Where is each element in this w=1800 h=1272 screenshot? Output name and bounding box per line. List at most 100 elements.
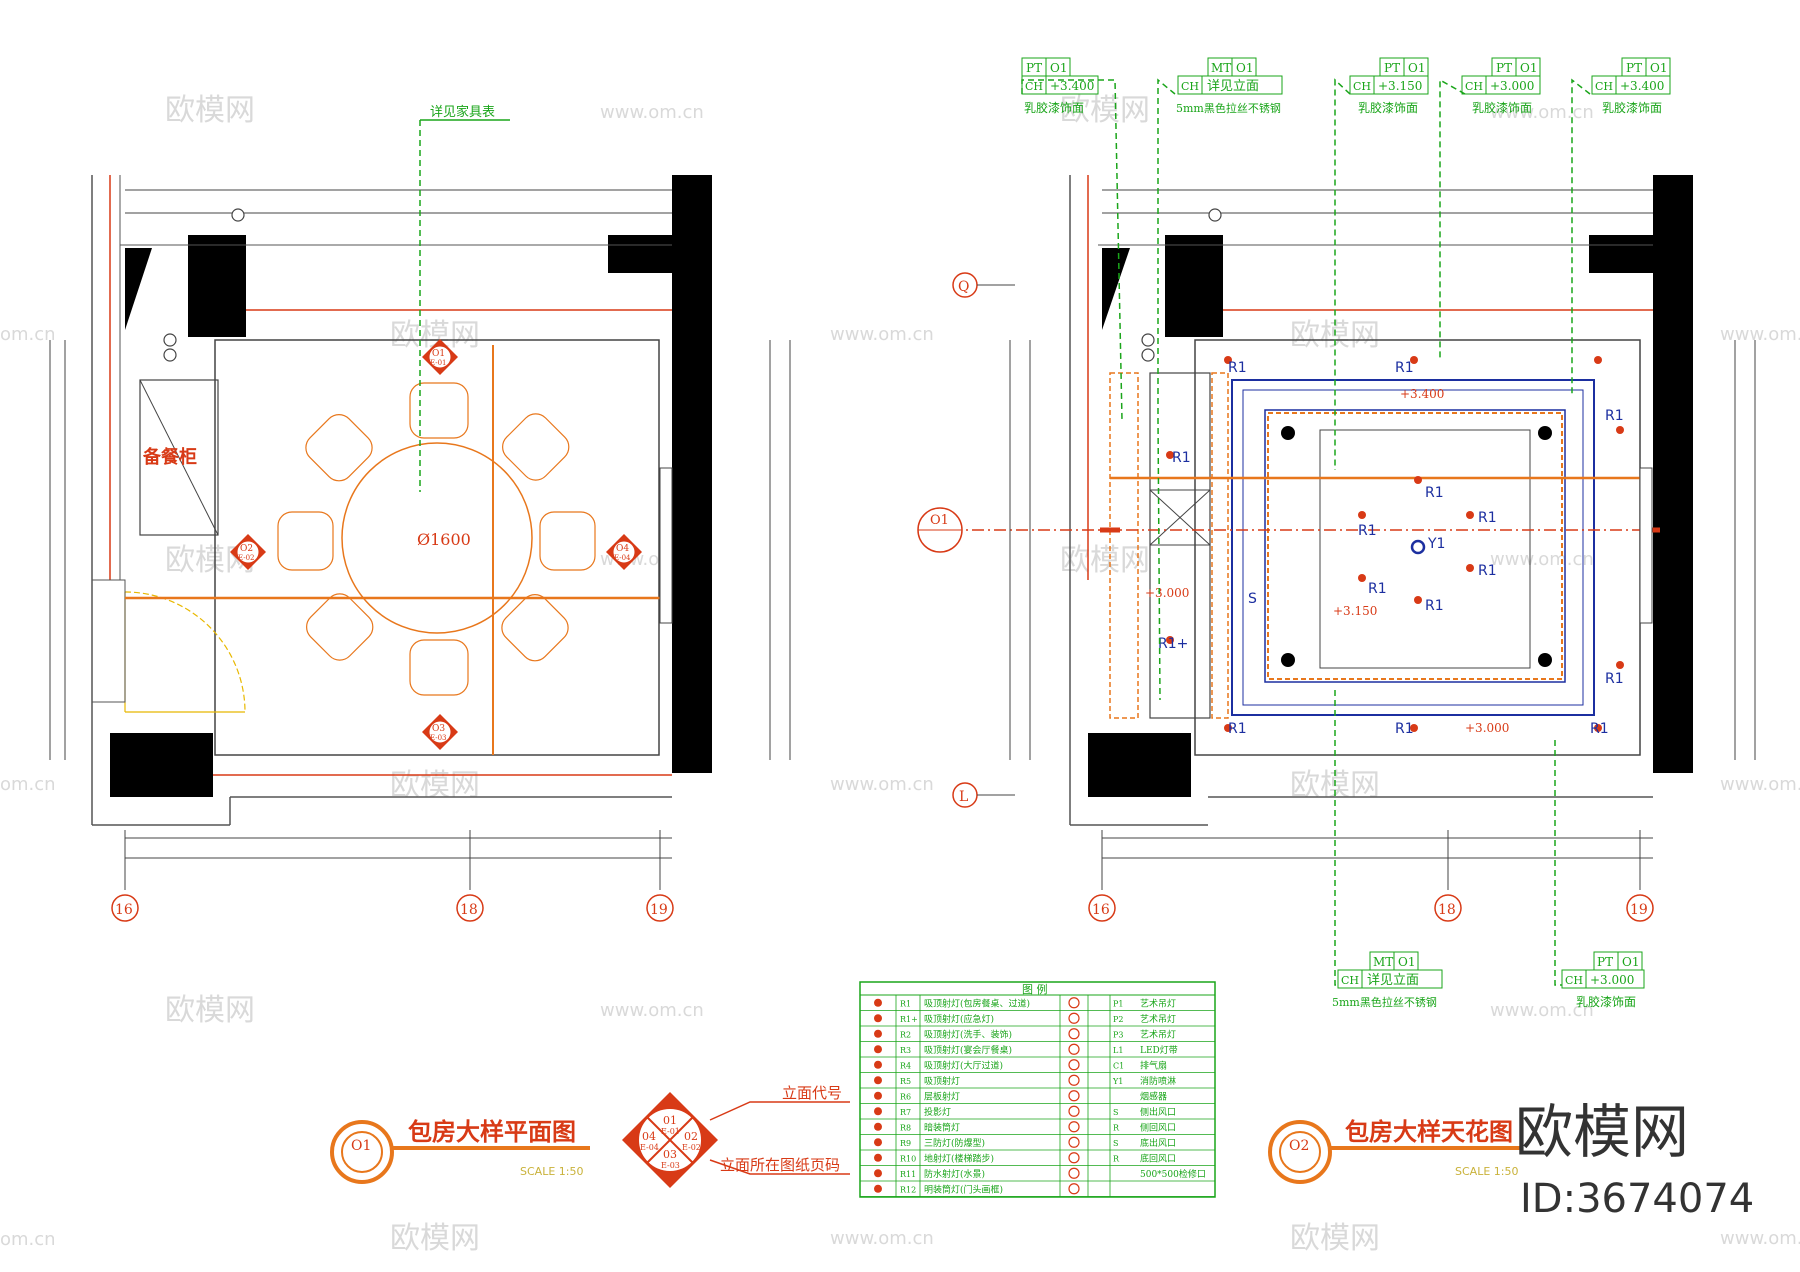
grid-label: 18 [460,902,478,918]
legend-cell-c1: R8 [900,1124,911,1133]
index-code: 03 [663,1148,677,1161]
legend-cell-d2: 烟感器 [1140,1091,1167,1103]
tag-value: +3.400 [1620,79,1664,93]
elevation-tag-2: O2 E-02 [230,534,266,570]
index-label-page: 立面所在图纸页码 [720,1156,840,1174]
chair [501,594,569,662]
ceiling-tag-1: PT O1 CH +3.400 乳胶漆饰面 [1021,57,1099,115]
index-ref: E-04 [640,1143,659,1152]
tag-ch: CH [1181,80,1199,93]
watermark-site: www.om.cn [600,1000,704,1021]
watermark-brand: 欧模网 [165,93,255,128]
downlight-icon [1166,451,1174,459]
legend-downlight-icon [874,1138,882,1147]
chair [277,511,334,571]
cabinet-cross [1149,489,1211,546]
legend-downlight-icon [874,1091,882,1100]
tag-ch: CH [1353,80,1371,93]
tag-ch: CH [1595,80,1613,93]
wall-right [1653,175,1693,773]
legend-downlight-icon [874,1076,882,1085]
grid-bubble-19: 19 [1626,894,1654,922]
grid-bubble-16: 16 [1088,894,1116,922]
tag-code: O1 [1050,61,1067,75]
legend-fixture-icon [1068,997,1080,1009]
sprinkler-icon [1410,539,1426,555]
ceiling-plan: R1 R1 R1 R1 R1 R1 R1 R1 R1 R1 R1 R1 R1 R… [917,57,1756,1009]
elevation-tag-1: O1 E-01 [422,339,458,375]
column-bottom-left [110,733,213,797]
sideboard [139,379,219,536]
legend-cell-c1: R1+ [900,1015,918,1024]
window [659,467,673,624]
legend-cell-c1: R12 [900,1186,916,1195]
plan-title-num: O1 [351,1138,371,1154]
legend-fixture-icon [1068,1090,1080,1102]
s-label: S [1248,591,1257,607]
elev-tag-ref: E-02 [238,554,255,562]
legend-downlight-icon [874,1169,882,1178]
watermark-site: www.om.cn [1720,1228,1800,1249]
downlight-icon [1410,724,1418,732]
legend-cell-c1: R4 [900,1062,911,1071]
index-code: 01 [663,1114,677,1127]
legend-downlight-icon [874,998,882,1007]
tag-code: O1 [1622,955,1639,969]
tag-code: O1 [1398,955,1415,969]
legend-downlight-icon [874,1014,882,1023]
y1-label: Y1 [1427,536,1445,552]
legend-cell-d2: 侧回风口 [1140,1122,1176,1134]
legend-fixture-icon [1068,1121,1080,1133]
ceiling-tag-4: PT O1 CH +3.000 乳胶漆饰面 [1461,57,1541,115]
floor-plan: 备餐柜 Ø1600 [49,104,791,922]
column-wedge [125,248,152,330]
watermark-brand: 欧模网 [390,1221,480,1256]
legend-fixture-icon [1068,1043,1080,1055]
axis-label: Q [958,279,969,295]
legend-cell-c2: R [1113,1155,1120,1164]
legend-fixture-icon [1068,1183,1080,1195]
legend-cell-c2: P2 [1113,1015,1123,1024]
legend-fixture-icon [1068,1028,1080,1040]
legend-fixture-icon [1068,1105,1080,1117]
ceiling-tag-6: MT O1 CH 详见立面 5mm黑色拉丝不锈钢 [1332,951,1443,1009]
legend-cell-c1: R11 [900,1170,916,1179]
column-top-right [608,235,674,273]
legend-cell-d1: 层板射灯 [924,1091,960,1103]
tag-code: PT [1384,61,1400,75]
legend-cell-c1: R6 [900,1093,911,1102]
tag-code: PT [1496,61,1512,75]
wall-right [672,175,712,773]
tag-code: PT [1026,61,1042,75]
index-code: 02 [684,1130,698,1143]
legend-cell-d1: 投影灯 [924,1106,951,1118]
legend-downlight-icon [874,1153,882,1162]
tag-value: +3.000 [1490,79,1534,93]
r1-label: R1 [1395,360,1414,376]
legend-cell-d2: 排气扇 [1140,1060,1167,1072]
elev-tag-num: O4 [616,544,629,554]
legend-cell-c2: P3 [1113,1031,1123,1040]
index-ref: E-03 [661,1161,680,1170]
legend-cell-d1: 吸顶射灯(大厅过道) [924,1060,1003,1072]
elevation-tag-4: O4 E-04 [606,534,642,570]
downlight-icon [1466,511,1474,519]
watermark-site: www.om.cn [600,102,704,123]
r1-label: R1 [1425,598,1444,614]
index-ref: E-02 [682,1143,701,1152]
chandelier-icon [1538,653,1552,667]
tag-code: O1 [1408,61,1425,75]
column-bottom-left [1088,733,1191,797]
legend-cell-d1: 吸顶射灯(包房餐桌、过道) [924,998,1030,1010]
legend-fixture-icon [1068,1136,1080,1148]
chair [305,414,373,482]
legend-cell-c1: R10 [900,1155,916,1164]
column-wedge [1102,248,1130,330]
downlight-icon [1166,636,1174,644]
elevation-index-symbol: 01 E-01 04 E-04 02 E-02 03 E-03 立面代号 立面所… [622,1084,850,1188]
tag-ch: CH [1025,80,1043,93]
ceiling-title: 包房大样天花图 [1345,1117,1513,1146]
r1plus-label: R1+ [1158,636,1188,652]
tag-code: MT [1211,61,1231,75]
level-label: +3.000 [1465,721,1509,735]
